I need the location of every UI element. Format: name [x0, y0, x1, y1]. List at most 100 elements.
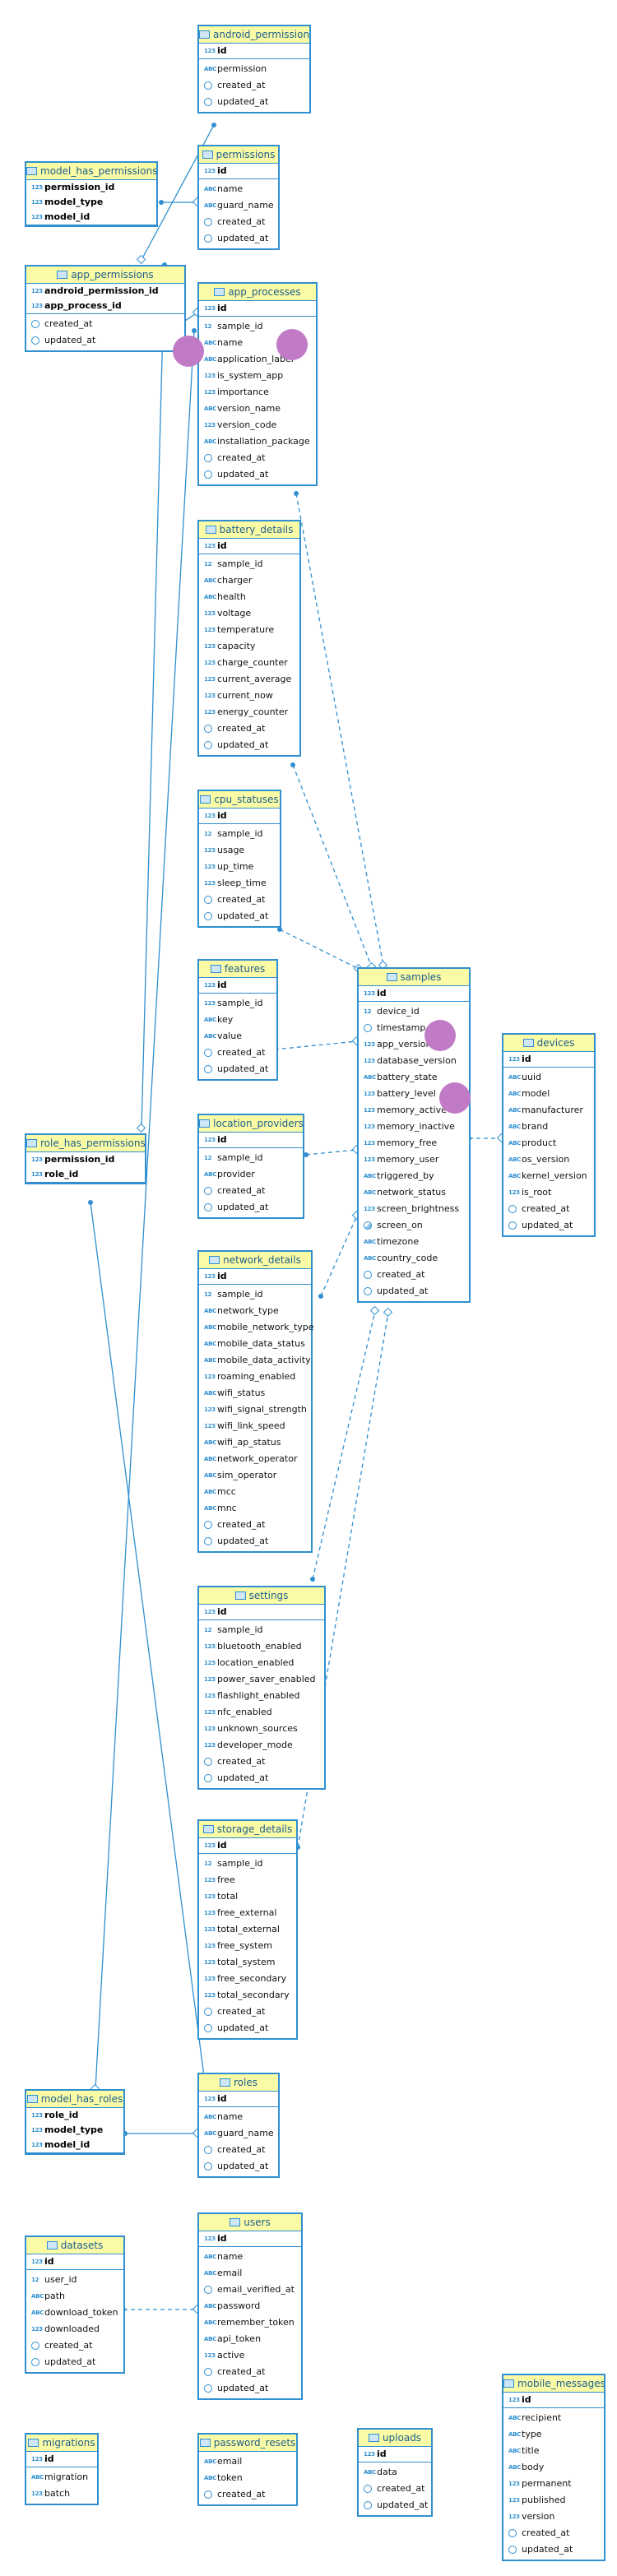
column-row[interactable]: created_at — [359, 2481, 431, 2497]
table-header[interactable]: migrations — [26, 2435, 97, 2452]
column-row[interactable]: created_at — [359, 1267, 469, 1283]
column-row[interactable]: ABCdata — [359, 2464, 431, 2481]
table-header[interactable]: settings — [199, 1587, 324, 1605]
column-row[interactable]: ABCmobile_data_activity — [199, 1352, 311, 1369]
relationship-line[interactable] — [312, 1310, 376, 1580]
column-row[interactable]: updated_at — [199, 2380, 301, 2397]
column-row[interactable]: ABCuuid — [503, 1069, 594, 1086]
table-header[interactable]: location_providers — [199, 1115, 303, 1133]
table-header[interactable]: roles — [199, 2074, 278, 2092]
column-row[interactable]: updated_at — [199, 737, 299, 753]
relationship-line[interactable] — [141, 264, 165, 1129]
table-header[interactable]: battery_details — [199, 521, 299, 539]
column-row[interactable]: created_at — [26, 316, 184, 332]
table-header[interactable]: app_processes — [199, 284, 316, 301]
table-header[interactable]: storage_details — [199, 1821, 296, 1838]
column-row[interactable]: ABCos_version — [503, 1151, 594, 1168]
column-row[interactable]: ABCtoken — [199, 2470, 296, 2486]
column-row[interactable]: ABCwifi_status — [199, 1385, 311, 1402]
column-row[interactable]: ABCname — [199, 2109, 278, 2125]
column-row[interactable]: ABCnetwork_status — [359, 1184, 469, 1201]
column-row[interactable]: updated_at — [503, 2541, 604, 2558]
table-header[interactable]: android_permissions — [199, 26, 309, 44]
column-row[interactable]: ABCname — [199, 335, 316, 351]
relationship-line[interactable] — [320, 1215, 358, 1297]
table-header[interactable]: samples — [359, 969, 469, 986]
table-header[interactable]: model_has_permissions — [26, 163, 156, 180]
column-row[interactable]: ABCvalue — [199, 1028, 276, 1045]
table-header[interactable]: devices — [503, 1035, 594, 1052]
column-row[interactable]: ABCmigration — [26, 2469, 97, 2486]
column-row[interactable]: ABCguard_name — [199, 197, 278, 214]
column-row[interactable]: ABCproduct — [503, 1135, 594, 1151]
column-row[interactable]: ABCtriggered_by — [359, 1168, 469, 1184]
column-row[interactable]: ABCguard_name — [199, 2125, 278, 2142]
column-row[interactable]: ABCmanufacturer — [503, 1102, 594, 1119]
column-row[interactable]: ABCmobile_network_type — [199, 1319, 314, 1336]
column-row[interactable]: created_at — [199, 77, 309, 94]
table-header[interactable]: uploads — [359, 2430, 431, 2447]
column-row[interactable]: ABCpassword — [199, 2298, 301, 2314]
relationship-line[interactable] — [274, 1040, 358, 1050]
column-row[interactable]: created_at — [199, 214, 278, 230]
column-row[interactable]: ABCsim_operator — [199, 1467, 311, 1484]
table-header[interactable]: network_details — [199, 1252, 311, 1269]
column-row[interactable]: updated_at — [199, 2158, 278, 2175]
column-row[interactable]: updated_at — [199, 466, 316, 483]
column-row[interactable]: ABCtimezone — [359, 1234, 469, 1250]
column-row[interactable]: ABCname — [199, 181, 278, 197]
column-row[interactable]: ABCversion_name — [199, 401, 316, 417]
column-row[interactable]: created_at — [503, 1201, 594, 1217]
column-row[interactable]: ABCmcc — [199, 1484, 311, 1500]
